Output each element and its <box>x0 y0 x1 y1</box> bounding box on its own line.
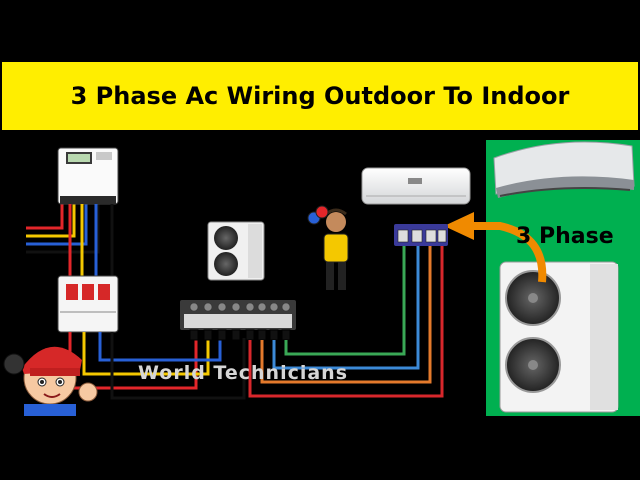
outdoor-box-label: Outdoor Connection Box <box>302 310 373 329</box>
terminal-label-t: T <box>217 288 224 299</box>
terminal-label-2: 2 <box>256 288 263 299</box>
title-banner: 3 Phase Ac Wiring Outdoor To Indoor <box>0 60 640 132</box>
indoor-unit-photo-icon <box>493 141 635 198</box>
terminal-label-1: 1 <box>244 288 251 299</box>
terminal-label-r: R <box>185 288 193 299</box>
indoor-terminal-label-earth: ⏚ <box>398 213 406 222</box>
cartoon-mascot-icon <box>3 346 98 416</box>
outdoor-unit-icon <box>207 221 265 281</box>
indoor-unit-icon <box>361 167 471 205</box>
watermark: World Technicians <box>138 362 349 384</box>
mcb-icon <box>57 275 119 333</box>
meter-label: 3 Phase Metar <box>120 152 178 184</box>
energy-meter-icon <box>57 147 119 205</box>
terminal-label-s: S <box>202 288 210 299</box>
terminal-label-3: 3 <box>268 288 275 299</box>
terminal-label-n: N <box>231 288 240 299</box>
indoor-terminal-label-2: 2 <box>426 212 432 221</box>
three-phase-label: 3 Phase <box>516 224 614 249</box>
indoor-terminal-block-icon <box>394 224 448 246</box>
supply-wires <box>26 200 100 254</box>
terminal-block-icon <box>180 300 296 341</box>
supply-label-p2: P2 <box>14 230 26 239</box>
supply-label-p1: P1 <box>14 222 26 231</box>
supply-label-n: N <box>18 247 25 256</box>
indoor-unit-label: Indoor Uniit <box>378 150 446 161</box>
indoor-terminal-label-3: 3 <box>412 212 418 221</box>
terminal-label-earth: ⏚ <box>280 290 290 301</box>
link-wires <box>248 244 444 398</box>
indoor-terminal-label-1: 1 <box>439 212 445 221</box>
technician-icon <box>307 205 349 290</box>
supply-label-p3: P3 <box>14 238 26 247</box>
page-title: 3 Phase Ac Wiring Outdoor To Indoor <box>70 82 570 110</box>
diagram-label: 3 Phase Air Conditioner Wiring Connectio… <box>194 172 328 196</box>
arrow-head-icon <box>444 212 474 240</box>
outdoor-unit-photo-icon <box>499 261 619 413</box>
curved-arrow-icon <box>468 222 547 283</box>
mcb-label: MCB <box>124 290 157 305</box>
